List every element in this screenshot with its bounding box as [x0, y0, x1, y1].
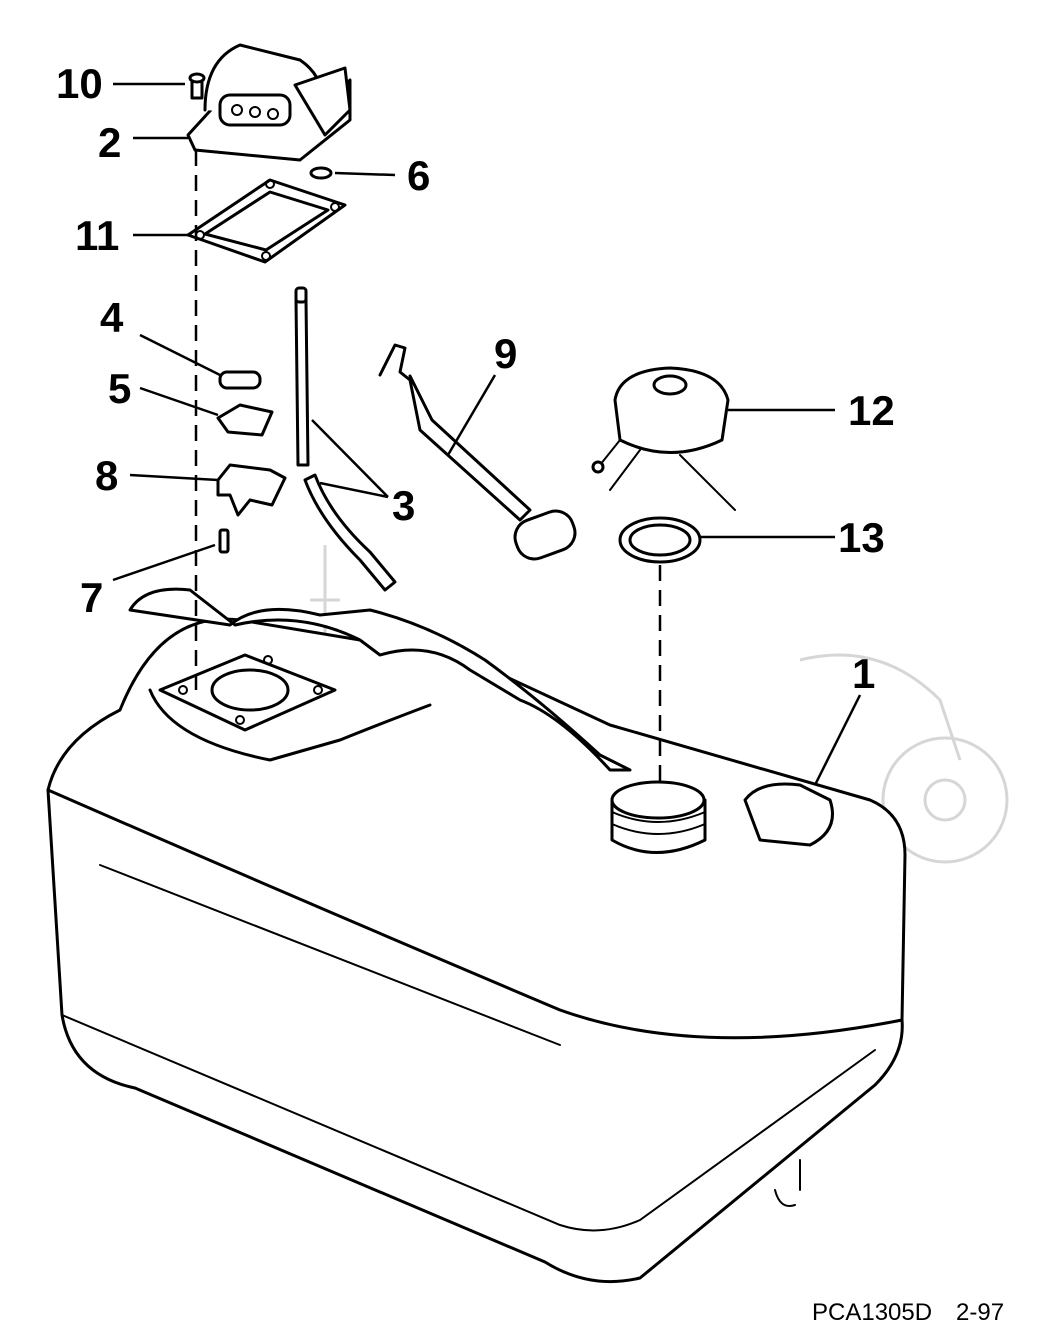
cap-gasket-part-13 — [618, 516, 702, 564]
tank-filler-mouth — [610, 780, 706, 820]
housing-fitting-hole — [267, 108, 279, 120]
pickup-tube-lower — [303, 473, 397, 592]
tank-drain-nub — [774, 1159, 801, 1207]
tank-handle-base — [148, 688, 432, 762]
gauge-float — [513, 509, 577, 561]
callout-4: 4 — [100, 294, 124, 341]
leader-5 — [139, 386, 219, 417]
callout-7: 7 — [80, 574, 103, 621]
tank-lower-seam — [61, 1014, 876, 1232]
callout-1: 1 — [852, 650, 875, 697]
cap-tether-loop — [591, 460, 605, 474]
tank-side-line — [99, 864, 561, 1046]
tank-handle — [128, 587, 632, 772]
leader-9 — [446, 374, 497, 456]
tank-pad-hole — [313, 685, 323, 695]
cap-body — [613, 366, 730, 454]
watermark-bike-frame — [799, 653, 962, 761]
callout-8: 8 — [95, 452, 118, 499]
tank-filler-threads — [611, 811, 706, 835]
housing-clip — [293, 66, 352, 137]
pickup-tube-nozzle — [294, 286, 308, 304]
connector-housing-part — [186, 43, 352, 162]
housing-fitting — [218, 93, 292, 127]
tank-mount-pad — [158, 653, 337, 732]
cap-gasket-inner — [628, 523, 692, 557]
watermark-wheel — [881, 736, 1009, 864]
gasket-part-11 — [186, 178, 347, 264]
callout-3: 3 — [392, 482, 415, 529]
pickup-tube-upper — [294, 298, 310, 467]
tank-pad-hole — [178, 685, 188, 695]
gasket-hole — [265, 179, 275, 189]
tank-body — [46, 617, 907, 1284]
drawing-code: PCA1305D — [812, 1299, 932, 1326]
pickup-tube-part-3 — [294, 286, 397, 592]
housing-fitting-hole — [249, 106, 261, 118]
gasket-hole — [261, 251, 271, 261]
callout-2: 2 — [98, 119, 121, 166]
callout-labels: 10 2 6 11 4 5 8 7 3 9 12 13 1 — [56, 60, 895, 697]
cap-tether — [599, 439, 736, 511]
callout-5: 5 — [108, 365, 131, 412]
tank-pad-hole — [235, 715, 245, 725]
leader-8 — [129, 473, 219, 482]
retainer-part-4 — [218, 370, 262, 390]
tank-mount-opening — [210, 668, 290, 712]
callout-6: 6 — [407, 152, 430, 199]
callout-13: 13 — [838, 514, 885, 561]
screw-7-shank — [218, 528, 230, 554]
revision-code: 2-97 — [956, 1299, 1004, 1326]
fuel-tank-part — [46, 587, 907, 1284]
screw-part-7 — [218, 528, 230, 554]
cap-vent-knob — [652, 374, 688, 396]
o-ring-part-6 — [309, 166, 333, 180]
callout-12: 12 — [848, 387, 895, 434]
gauge-arm-rod — [378, 343, 532, 522]
watermark-hub — [923, 778, 967, 822]
tank-rear-bump — [743, 782, 834, 847]
leader-6 — [334, 171, 396, 177]
screw-part-10 — [188, 72, 206, 100]
callout-9: 9 — [494, 330, 517, 377]
housing-fitting-hole — [231, 104, 243, 116]
filler-cap-part-12 — [591, 366, 736, 511]
leader-1 — [813, 694, 862, 786]
leader-7 — [112, 543, 216, 582]
tank-upper-edge — [46, 788, 904, 1040]
leader-3 — [311, 419, 389, 499]
leader-lines — [112, 82, 862, 786]
callout-11: 11 — [75, 212, 119, 259]
gasket-outer — [186, 178, 347, 264]
callout-10: 10 — [56, 60, 103, 107]
screw-10-head — [188, 72, 206, 84]
leader-4 — [139, 333, 221, 377]
tank-pad-hole — [263, 655, 273, 665]
gauge-arm-part-9 — [378, 343, 577, 561]
gasket-hole — [330, 202, 340, 212]
gasket-inner — [203, 190, 330, 252]
valve-part-8 — [216, 463, 287, 517]
seal-part-5 — [216, 403, 274, 437]
